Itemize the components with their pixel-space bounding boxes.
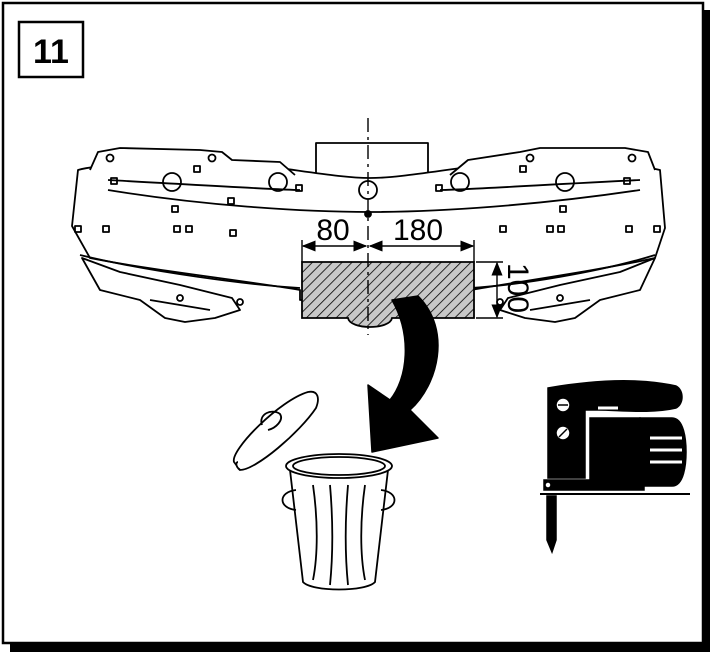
dimension-right-label: 180 bbox=[393, 214, 443, 247]
step-number: 11 bbox=[33, 33, 69, 71]
step-badge: 11 bbox=[17, 20, 85, 79]
width-dimension bbox=[301, 240, 475, 262]
trash-lid-icon bbox=[233, 390, 319, 471]
trash-can-icon bbox=[281, 453, 396, 591]
height-dimension bbox=[476, 261, 503, 319]
cut-area bbox=[301, 261, 475, 328]
dimension-height-label: 100 bbox=[501, 263, 534, 313]
curved-arrow-icon bbox=[367, 295, 439, 453]
jigsaw-icon bbox=[540, 379, 690, 555]
dimension-left-label: 80 bbox=[316, 214, 349, 247]
